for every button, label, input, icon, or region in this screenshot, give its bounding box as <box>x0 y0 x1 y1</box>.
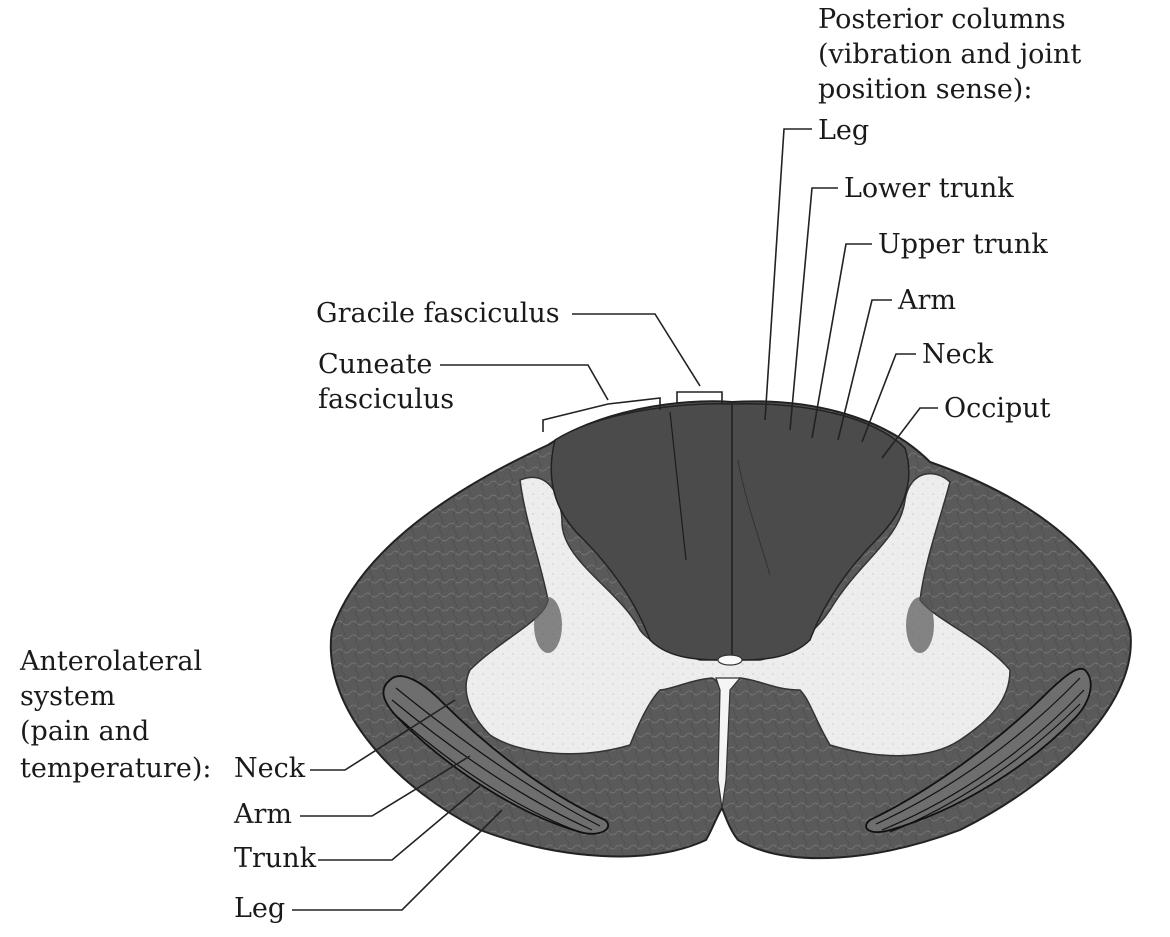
fasciculus-leader-lines <box>440 313 723 432</box>
anterolateral-heading-line-2: system <box>20 681 116 712</box>
anterolateral-arm-label: Arm <box>234 799 293 830</box>
anterolateral-neck-label: Neck <box>234 753 306 784</box>
posterior-leader-lines <box>764 128 938 459</box>
anterolateral-heading-line-3: (pain and <box>20 716 150 747</box>
posterior-occiput-label: Occiput <box>944 393 1051 424</box>
gracile-fasciculus-label: Gracile fasciculus <box>316 298 560 329</box>
posterior-lower-trunk-label: Lower trunk <box>844 173 1014 204</box>
cuneate-fasciculus-label-line-2: fasciculus <box>318 384 455 415</box>
anterolateral-tract-right <box>865 667 1092 833</box>
cuneate-fasciculus-label-line-1: Cuneate <box>318 349 433 380</box>
posterior-upper-trunk-label: Upper trunk <box>878 229 1048 260</box>
posterior-columns-heading-line-2: (vibration and joint <box>818 39 1082 70</box>
posterior-columns-heading-line-1: Posterior columns <box>818 4 1066 35</box>
posterior-columns-region <box>550 403 910 661</box>
anterolateral-tract-left <box>382 675 610 835</box>
anterolateral-heading-line-4: temperature): <box>20 753 212 784</box>
anterolateral-leader-lines <box>292 699 503 911</box>
posterior-columns-heading-line-3: position sense): <box>818 74 1033 105</box>
anterolateral-heading-line-1: Anterolateral <box>20 646 203 677</box>
anterolateral-trunk-label: Trunk <box>234 843 317 874</box>
anterolateral-leg-label: Leg <box>234 893 286 924</box>
posterior-arm-label: Arm <box>898 285 957 316</box>
posterior-leg-label: Leg <box>818 115 870 146</box>
posterior-neck-label: Neck <box>922 339 994 370</box>
